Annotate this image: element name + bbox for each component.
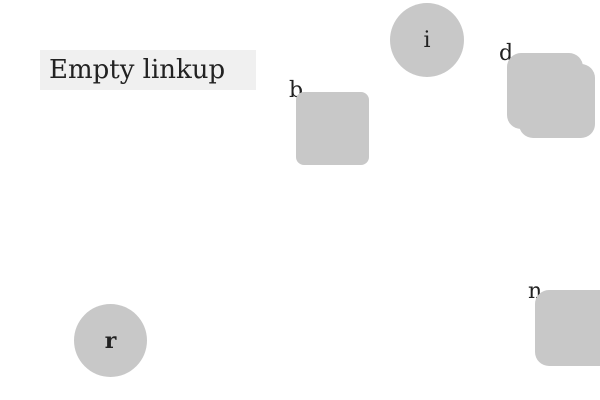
node-i-label: i xyxy=(423,27,431,53)
node-n[interactable] xyxy=(535,290,600,366)
node-d[interactable] xyxy=(519,64,595,138)
node-b[interactable] xyxy=(296,92,369,165)
node-r[interactable]: r xyxy=(74,304,147,377)
node-r-label: r xyxy=(104,327,117,354)
diagram-title: Empty linkup xyxy=(40,50,256,90)
node-i[interactable]: i xyxy=(390,3,464,77)
